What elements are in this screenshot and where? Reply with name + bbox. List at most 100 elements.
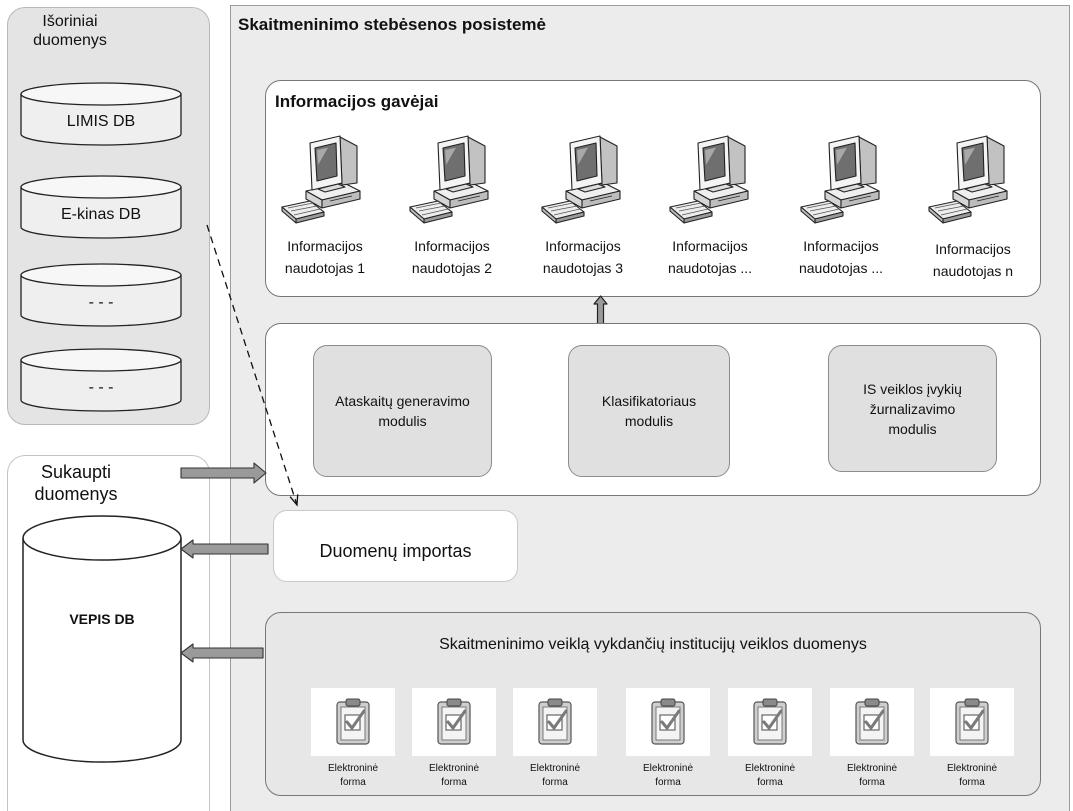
database-limis: LIMIS DB	[20, 82, 182, 146]
form-label-line: Elektroninė	[428, 763, 480, 774]
module-label-line: modulis	[888, 420, 937, 437]
report-generation-module: Ataskaitų generavimo modulis	[313, 345, 492, 477]
data-import-label: Duomenų importas	[319, 541, 472, 561]
user-label: Informacijos naudotojas ...	[648, 235, 772, 279]
computer-icon-graphic	[408, 133, 492, 225]
form-label: Elektroninė forma	[513, 762, 597, 790]
module-label-line: Klasifikatoriaus	[601, 393, 697, 409]
computer-icon-graphic	[540, 133, 624, 225]
user-label-line: Informacijos	[935, 241, 1011, 257]
computer-icon-graphic	[668, 133, 752, 225]
external-data-title: Išoriniai duomenys	[20, 12, 120, 50]
form-label-line: Elektroninė	[529, 763, 581, 774]
electronic-form	[311, 688, 395, 756]
form-label-line: forma	[340, 777, 366, 788]
computer-icon	[280, 133, 364, 225]
module-label-line: žurnalizavimo	[869, 400, 956, 417]
clipboard-check-icon	[648, 697, 688, 747]
clipboard-check-icon	[750, 697, 790, 747]
classifier-module: Klasifikatoriaus modulis	[568, 345, 730, 477]
database-label: VEPIS DB	[69, 611, 135, 627]
database-icon	[20, 82, 182, 146]
database-label: - - -	[88, 294, 114, 311]
form-label: Elektroninė forma	[728, 762, 812, 790]
subsystem-title: Skaitmeninimo stebėsenos posistemė	[238, 15, 546, 34]
electronic-form	[412, 688, 496, 756]
clipboard-check-icon	[434, 697, 474, 747]
user-label-line: Informacijos	[545, 238, 621, 254]
arrow-right-icon	[180, 462, 267, 484]
computer-icon	[668, 133, 752, 225]
user-label-line: Informacijos	[672, 238, 748, 254]
module-label-line: IS veiklos įvykių	[863, 380, 962, 397]
computer-icon-graphic	[927, 133, 1011, 225]
user-label: Informacijos naudotojas n	[911, 238, 1035, 282]
module-label-line: modulis	[624, 413, 674, 429]
form-label: Elektroninė forma	[311, 762, 395, 790]
user-label-line: naudotojas ...	[798, 260, 884, 276]
computer-icon	[540, 133, 624, 225]
user-label-line: naudotojas 3	[542, 260, 624, 276]
database-ekinas: E-kinas DB	[20, 175, 182, 239]
clipboard-check-icon	[952, 697, 992, 747]
form-label-line: Elektroninė	[744, 763, 796, 774]
form-label-line: forma	[441, 777, 467, 788]
module-label-line: modulis	[378, 413, 427, 429]
module-label-line: Ataskaitų generavimo	[335, 393, 470, 409]
form-label-line: Elektroninė	[642, 763, 694, 774]
title-line: duomenys	[33, 32, 107, 49]
computer-icon-graphic	[280, 133, 364, 225]
user-label: Informacijos naudotojas ...	[779, 235, 903, 279]
database-icon	[20, 348, 182, 412]
title-line: duomenys	[34, 484, 118, 504]
arrow-up-icon	[593, 295, 608, 326]
computer-icon	[799, 133, 883, 225]
form-label-line: forma	[859, 777, 885, 788]
database-icon	[22, 515, 182, 763]
user-label: Informacijos naudotojas 2	[390, 235, 514, 279]
receivers-title: Informacijos gavėjai	[275, 92, 439, 111]
database-icon	[20, 263, 182, 327]
activity-data-title: Skaitmeninimo veiklą vykdančių instituci…	[439, 636, 867, 653]
title-line: Sukaupti	[40, 462, 112, 482]
dashed-import-arrow	[206, 224, 299, 507]
title-line: Išoriniai	[42, 13, 98, 30]
computer-icon-graphic	[799, 133, 883, 225]
database-label: LIMIS DB	[66, 113, 136, 130]
user-label-line: naudotojas 1	[284, 260, 366, 276]
form-label: Elektroninė forma	[930, 762, 1014, 790]
form-label-line: forma	[959, 777, 985, 788]
electronic-form	[930, 688, 1014, 756]
form-label-line: Elektroninė	[946, 763, 998, 774]
database-other-2: - - -	[20, 348, 182, 412]
electronic-form	[728, 688, 812, 756]
database-other-1: - - -	[20, 263, 182, 327]
form-label-line: forma	[542, 777, 568, 788]
computer-icon	[408, 133, 492, 225]
database-icon	[20, 175, 182, 239]
electronic-form	[626, 688, 710, 756]
user-label-line: naudotojas ...	[667, 260, 753, 276]
database-label: E-kinas DB	[60, 206, 142, 223]
form-label: Elektroninė forma	[626, 762, 710, 790]
user-label-line: Informacijos	[414, 238, 490, 254]
user-label: Informacijos naudotojas 1	[263, 235, 387, 279]
arrow-left-icon	[180, 643, 264, 663]
data-import-box: Duomenų importas	[273, 510, 518, 582]
form-label: Elektroninė forma	[412, 762, 496, 790]
form-label-line: Elektroninė	[327, 763, 379, 774]
form-label-line: forma	[655, 777, 681, 788]
form-label-line: Elektroninė	[846, 763, 898, 774]
user-label-line: Informacijos	[287, 238, 363, 254]
user-label: Informacijos naudotojas 3	[521, 235, 645, 279]
clipboard-check-icon	[852, 697, 892, 747]
clipboard-check-icon	[535, 697, 575, 747]
form-label: Elektroninė forma	[830, 762, 914, 790]
database-vepis: VEPIS DB	[22, 515, 182, 763]
event-logging-module: IS veiklos įvykių žurnalizavimo modulis	[828, 345, 997, 472]
user-label-line: naudotojas 2	[411, 260, 493, 276]
receivers-box	[265, 80, 1041, 297]
arrow-left-icon	[180, 539, 269, 559]
electronic-form	[830, 688, 914, 756]
computer-icon	[927, 133, 1011, 225]
